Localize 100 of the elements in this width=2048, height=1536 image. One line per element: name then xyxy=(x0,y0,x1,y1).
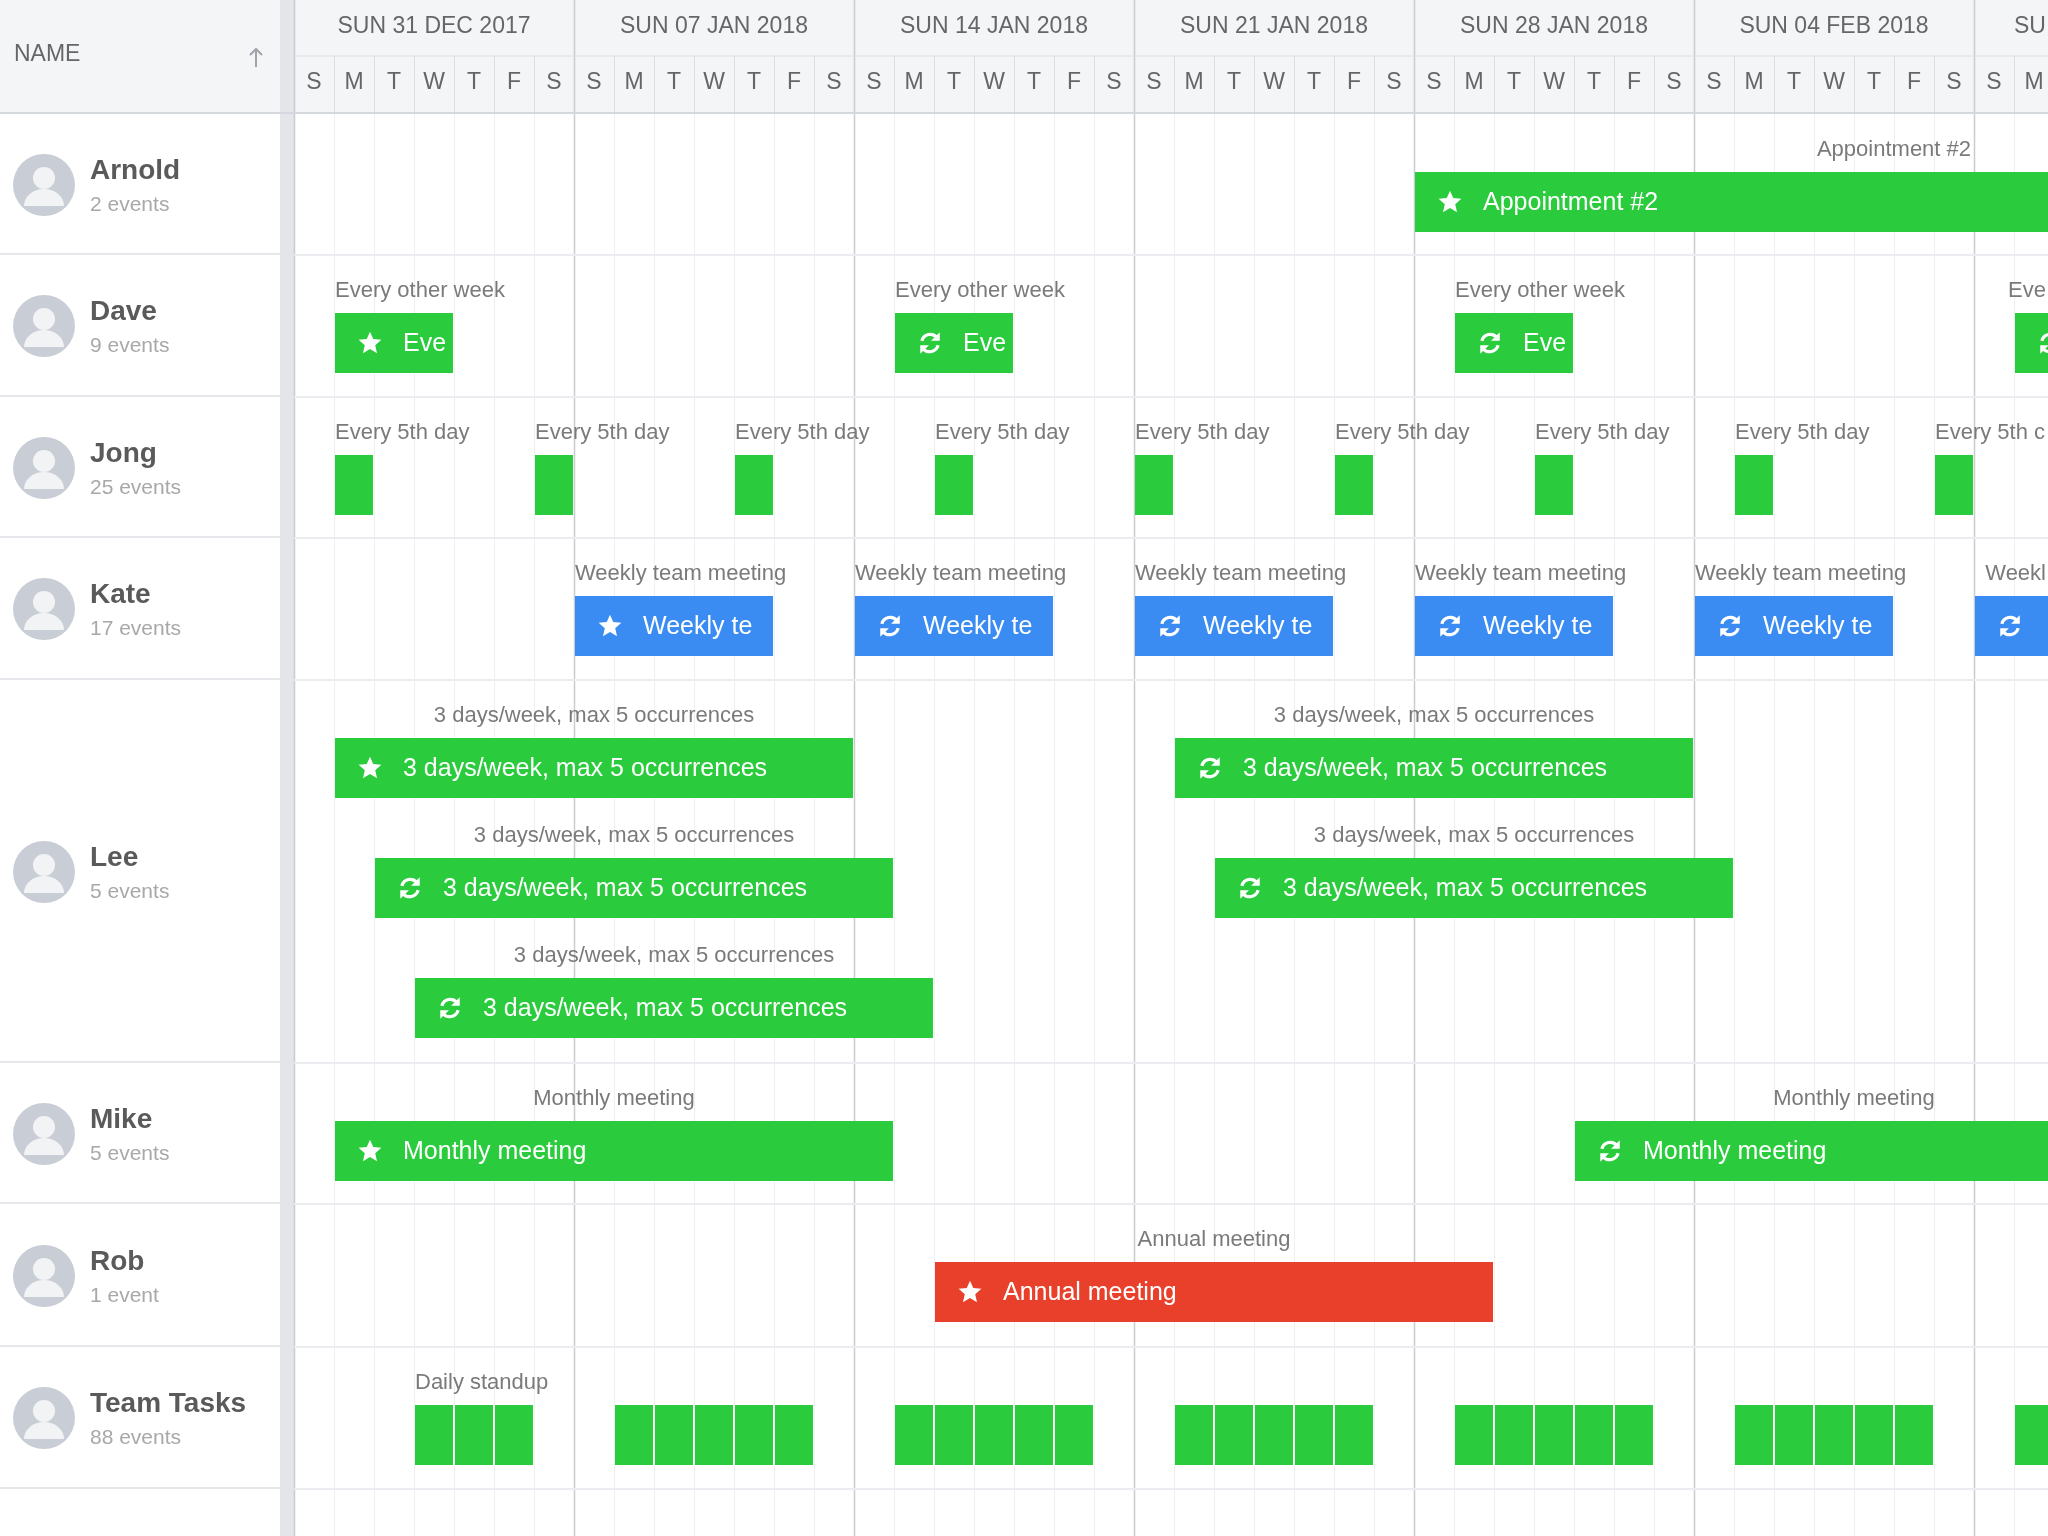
event-block xyxy=(1895,1405,1933,1465)
day-letter: T xyxy=(1025,68,1043,95)
event-count: 25 events xyxy=(90,474,182,499)
resource-name: Dave xyxy=(90,295,157,327)
event-count: 5 events xyxy=(90,878,170,903)
event-label: Every 5th day xyxy=(1735,419,1870,445)
event-label: Appointment #2 xyxy=(1816,136,1972,162)
event-block xyxy=(1735,1405,1773,1465)
date-header: SUN 04 FEB 2018 xyxy=(1739,12,1929,39)
event-title: 3 days/week, max 5 occurrences xyxy=(1283,873,1648,902)
day-letter: W xyxy=(1262,68,1286,95)
event-block xyxy=(735,1405,773,1465)
event-block xyxy=(935,455,973,515)
event-block xyxy=(895,1405,933,1465)
event-label: 3 days/week, max 5 occurrences xyxy=(1313,822,1635,848)
day-letter: S xyxy=(1985,68,2003,95)
event-label: Every other week xyxy=(895,277,1065,303)
event-title: 3 days/week, max 5 occurrences xyxy=(1243,753,1608,782)
event-count: 2 events xyxy=(90,191,170,216)
day-letter: S xyxy=(1665,68,1683,95)
event-block xyxy=(1455,1405,1493,1465)
event-block xyxy=(535,455,573,515)
day-letter: M xyxy=(1463,68,1485,95)
day-letter: T xyxy=(745,68,763,95)
day-letter: T xyxy=(945,68,963,95)
resource-name: Jong xyxy=(90,436,157,469)
day-letter: T xyxy=(1305,68,1323,95)
event-block xyxy=(1215,1405,1253,1465)
event-count: 1 event xyxy=(90,1282,159,1307)
event-label: Every 5th day xyxy=(1335,419,1470,445)
event-label: Weekly team meeting xyxy=(1695,560,1907,586)
day-letter: S xyxy=(1105,68,1123,95)
day-letter: S xyxy=(1705,68,1723,95)
event-block xyxy=(1975,596,2048,656)
event-block xyxy=(1575,1405,1613,1465)
event-block xyxy=(975,1405,1013,1465)
event-block xyxy=(1055,1405,1093,1465)
date-header: SUN 07 JAN 2018 xyxy=(620,12,808,39)
day-letter: T xyxy=(665,68,683,95)
event-block xyxy=(1735,455,1773,515)
event-label: Weekl xyxy=(1985,560,2046,586)
event-bar xyxy=(1415,596,1613,656)
column-header: NAME xyxy=(14,40,81,67)
date-header: SUN 14 JAN 2018 xyxy=(900,12,1088,39)
event-bar xyxy=(935,1262,1493,1322)
resource-name: Team Tasks xyxy=(90,1387,247,1419)
event-count: 17 events xyxy=(90,616,182,640)
day-letter: M xyxy=(1183,68,1205,95)
day-letter: F xyxy=(785,68,803,95)
event-block xyxy=(1335,455,1373,515)
event-block xyxy=(1535,455,1573,515)
event-block xyxy=(455,1405,493,1465)
event-title: Weekly te xyxy=(1763,611,1873,640)
event-label: 3 days/week, max 5 occurrences xyxy=(1273,702,1595,728)
event-label: Weekly team meeting xyxy=(855,560,1067,586)
event-title: Weekly te xyxy=(643,611,753,640)
event-label: 3 days/week, max 5 occurrences xyxy=(473,822,795,848)
event-block xyxy=(2015,313,2048,373)
day-letter: W xyxy=(1542,68,1566,95)
event-block xyxy=(1815,1405,1853,1465)
event-block xyxy=(1175,1405,1213,1465)
event-block xyxy=(1775,1405,1813,1465)
event-block xyxy=(1535,1405,1573,1465)
day-letter: M xyxy=(623,68,645,95)
event-block xyxy=(495,1405,533,1465)
event-bar xyxy=(1415,172,2048,232)
day-letter: S xyxy=(305,68,323,95)
event-title: Appointment #2 xyxy=(1483,187,1659,216)
day-letter: W xyxy=(1822,68,1846,95)
event-bar xyxy=(855,596,1053,656)
resource-name: Arnold xyxy=(90,153,181,186)
event-block xyxy=(1935,455,1973,515)
event-label: Every other week xyxy=(1455,277,1625,303)
day-letter: S xyxy=(1385,68,1403,95)
date-header: SUN 21 JAN 2018 xyxy=(1180,12,1368,39)
event-bar xyxy=(335,1121,893,1181)
event-label: Daily standup xyxy=(415,1369,549,1395)
day-letter: W xyxy=(702,68,726,95)
date-header: SU xyxy=(2014,12,2046,39)
day-letter: F xyxy=(1345,68,1363,95)
event-label: Every 5th day xyxy=(535,419,670,445)
event-label: Monthly meeting xyxy=(1773,1085,1935,1111)
event-bar xyxy=(1455,313,1573,373)
event-bar xyxy=(335,738,853,798)
day-letter: S xyxy=(545,68,563,95)
resource-name: Kate xyxy=(90,578,151,610)
event-bar xyxy=(1135,596,1333,656)
event-bar xyxy=(1575,1121,2048,1181)
event-title: Eve xyxy=(963,328,1007,357)
event-block xyxy=(1855,1405,1893,1465)
event-bar xyxy=(415,978,933,1038)
event-label: 3 days/week, max 5 occurrences xyxy=(513,942,835,968)
event-block xyxy=(1335,1405,1373,1465)
event-bar xyxy=(575,596,773,656)
day-letter: F xyxy=(1905,68,1923,95)
day-letter: M xyxy=(2023,68,2045,95)
day-letter: S xyxy=(585,68,603,95)
event-block xyxy=(2015,1405,2048,1465)
event-block xyxy=(415,1405,453,1465)
event-block xyxy=(695,1405,733,1465)
